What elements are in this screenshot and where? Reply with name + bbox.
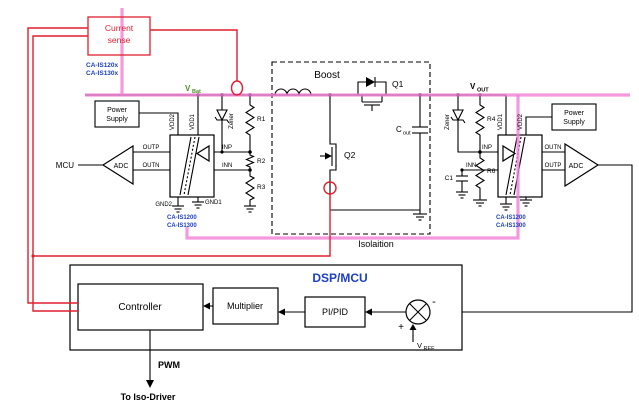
amp-left-gnd2: GND2 bbox=[155, 202, 172, 208]
r3-label: R3 bbox=[257, 184, 266, 191]
power-supply-right-box bbox=[551, 103, 597, 131]
amp-right-inp: INP bbox=[482, 145, 492, 151]
q1-mosfet bbox=[357, 77, 387, 111]
vout-sub: OUT bbox=[477, 88, 489, 94]
current-sense-block bbox=[87, 16, 151, 56]
resistor-r4 bbox=[474, 95, 486, 152]
amp-left-vdd2: VDD2 bbox=[170, 113, 176, 130]
amp-left-vdd1: VDD1 bbox=[190, 113, 196, 130]
r1-label: R1 bbox=[257, 116, 266, 123]
boost-region bbox=[271, 61, 431, 235]
current-sense-part2: CA-IS130x bbox=[86, 70, 119, 77]
amp-left-inn: INN bbox=[222, 163, 232, 169]
controller-label: Controller bbox=[118, 302, 162, 313]
iso-amp-left bbox=[133, 134, 250, 213]
power-supply-left-box bbox=[94, 100, 140, 128]
resistor-r3 bbox=[244, 170, 256, 213]
mcu-label: MCU bbox=[56, 161, 74, 170]
power-supply-left-label-1: Power bbox=[107, 107, 128, 114]
vref-arrow bbox=[409, 324, 417, 330]
zener-diode-left bbox=[214, 95, 230, 152]
current-sense-label-1: Current bbox=[105, 23, 134, 33]
amp-right-inn: INN bbox=[466, 163, 476, 169]
iso-amp-right bbox=[462, 134, 565, 211]
power-supply-right-label-2: Supply bbox=[563, 119, 585, 126]
q1-label: Q1 bbox=[392, 79, 404, 89]
to-iso-driver-label: To Iso-Driver bbox=[121, 392, 176, 402]
zener-left-label: Zener bbox=[229, 113, 235, 129]
r2-label: R2 bbox=[257, 158, 266, 165]
current-sense-part1: CA-IS120x bbox=[86, 62, 119, 69]
amp-left-inp: INP bbox=[222, 145, 232, 151]
q2-label: Q2 bbox=[344, 150, 356, 160]
boost-label: Boost bbox=[314, 70, 340, 81]
vref-label: V bbox=[417, 341, 422, 350]
boost-ground bbox=[330, 209, 427, 221]
power-supply-right-wire bbox=[505, 95, 552, 135]
current-probe-top bbox=[230, 80, 244, 96]
pwm-label: PWM bbox=[158, 360, 180, 370]
amp-right-outn: OUTN bbox=[545, 145, 562, 151]
red-current-sense-wires bbox=[27, 27, 337, 312]
adc-right-label: ADC bbox=[569, 163, 584, 170]
zener-right-label: Zener bbox=[445, 114, 451, 130]
cout-capacitor bbox=[412, 95, 428, 210]
vbat-label: V bbox=[185, 84, 191, 93]
amp-left-part1: CA-IS1200 bbox=[167, 215, 197, 221]
adc-left-label: ADC bbox=[114, 163, 129, 170]
dsp-mcu-title: DSP/MCU bbox=[312, 271, 367, 285]
resistor-r1 bbox=[244, 95, 256, 152]
boost-inductor bbox=[274, 88, 312, 96]
amp-right-vdd2: VDD2 bbox=[518, 113, 524, 130]
multiplier-label: Multiplier bbox=[227, 301, 263, 311]
cout-label: C bbox=[396, 125, 402, 134]
pwm-arrow bbox=[146, 380, 154, 388]
controller-box bbox=[77, 283, 204, 331]
adc-left-triangle bbox=[101, 144, 134, 186]
amp-right-part2: CA-IS1300 bbox=[496, 223, 526, 229]
plus-sign: + bbox=[398, 322, 404, 333]
minus-sign: - bbox=[432, 296, 436, 308]
vout-label: V bbox=[470, 82, 476, 91]
resistor-r2 bbox=[245, 152, 255, 170]
power-supply-left-wire bbox=[139, 95, 199, 135]
amp-right-vdd1: VDD1 bbox=[498, 113, 504, 130]
amp-left-gnd1: GND1 bbox=[205, 200, 222, 206]
isolation-label: Isolaition bbox=[358, 239, 394, 249]
resistor-r6 bbox=[473, 152, 487, 207]
dsp-mcu-block bbox=[69, 264, 463, 388]
amp-right-part1: CA-IS1200 bbox=[496, 215, 526, 221]
pi-pid-label: PI/PID bbox=[322, 307, 349, 317]
r4-label: R4 bbox=[487, 116, 496, 123]
amp-left-part2: CA-IS1300 bbox=[167, 223, 197, 229]
pink-sense-traces bbox=[85, 8, 630, 240]
cout-sub: out bbox=[403, 131, 411, 137]
junction-dots bbox=[196, 93, 482, 172]
capacitor-c1 bbox=[456, 170, 468, 199]
power-supply-right-label-1: Power bbox=[564, 110, 585, 117]
zener-diode-right bbox=[450, 95, 480, 153]
current-sense-label-2: sense bbox=[108, 35, 131, 45]
adc-right-triangle bbox=[564, 142, 600, 188]
c1-label: C1 bbox=[445, 175, 454, 182]
multiplier-box bbox=[212, 287, 279, 325]
iso-amp-left-triangle bbox=[195, 144, 210, 163]
vref-sub: REF bbox=[424, 346, 436, 352]
r6-label: R6 bbox=[487, 168, 496, 175]
adc-left-block bbox=[78, 144, 134, 186]
vbat-sub: Bat bbox=[192, 89, 201, 95]
amp-left-outp: OUTP bbox=[143, 145, 160, 151]
amp-left-outn: OUTN bbox=[143, 163, 160, 169]
amp-right-outp: OUTP bbox=[545, 163, 562, 169]
power-supply-left-label-2: Supply bbox=[106, 116, 128, 123]
iso-amp-right-triangle bbox=[502, 144, 517, 163]
q2-mosfet bbox=[320, 95, 337, 210]
